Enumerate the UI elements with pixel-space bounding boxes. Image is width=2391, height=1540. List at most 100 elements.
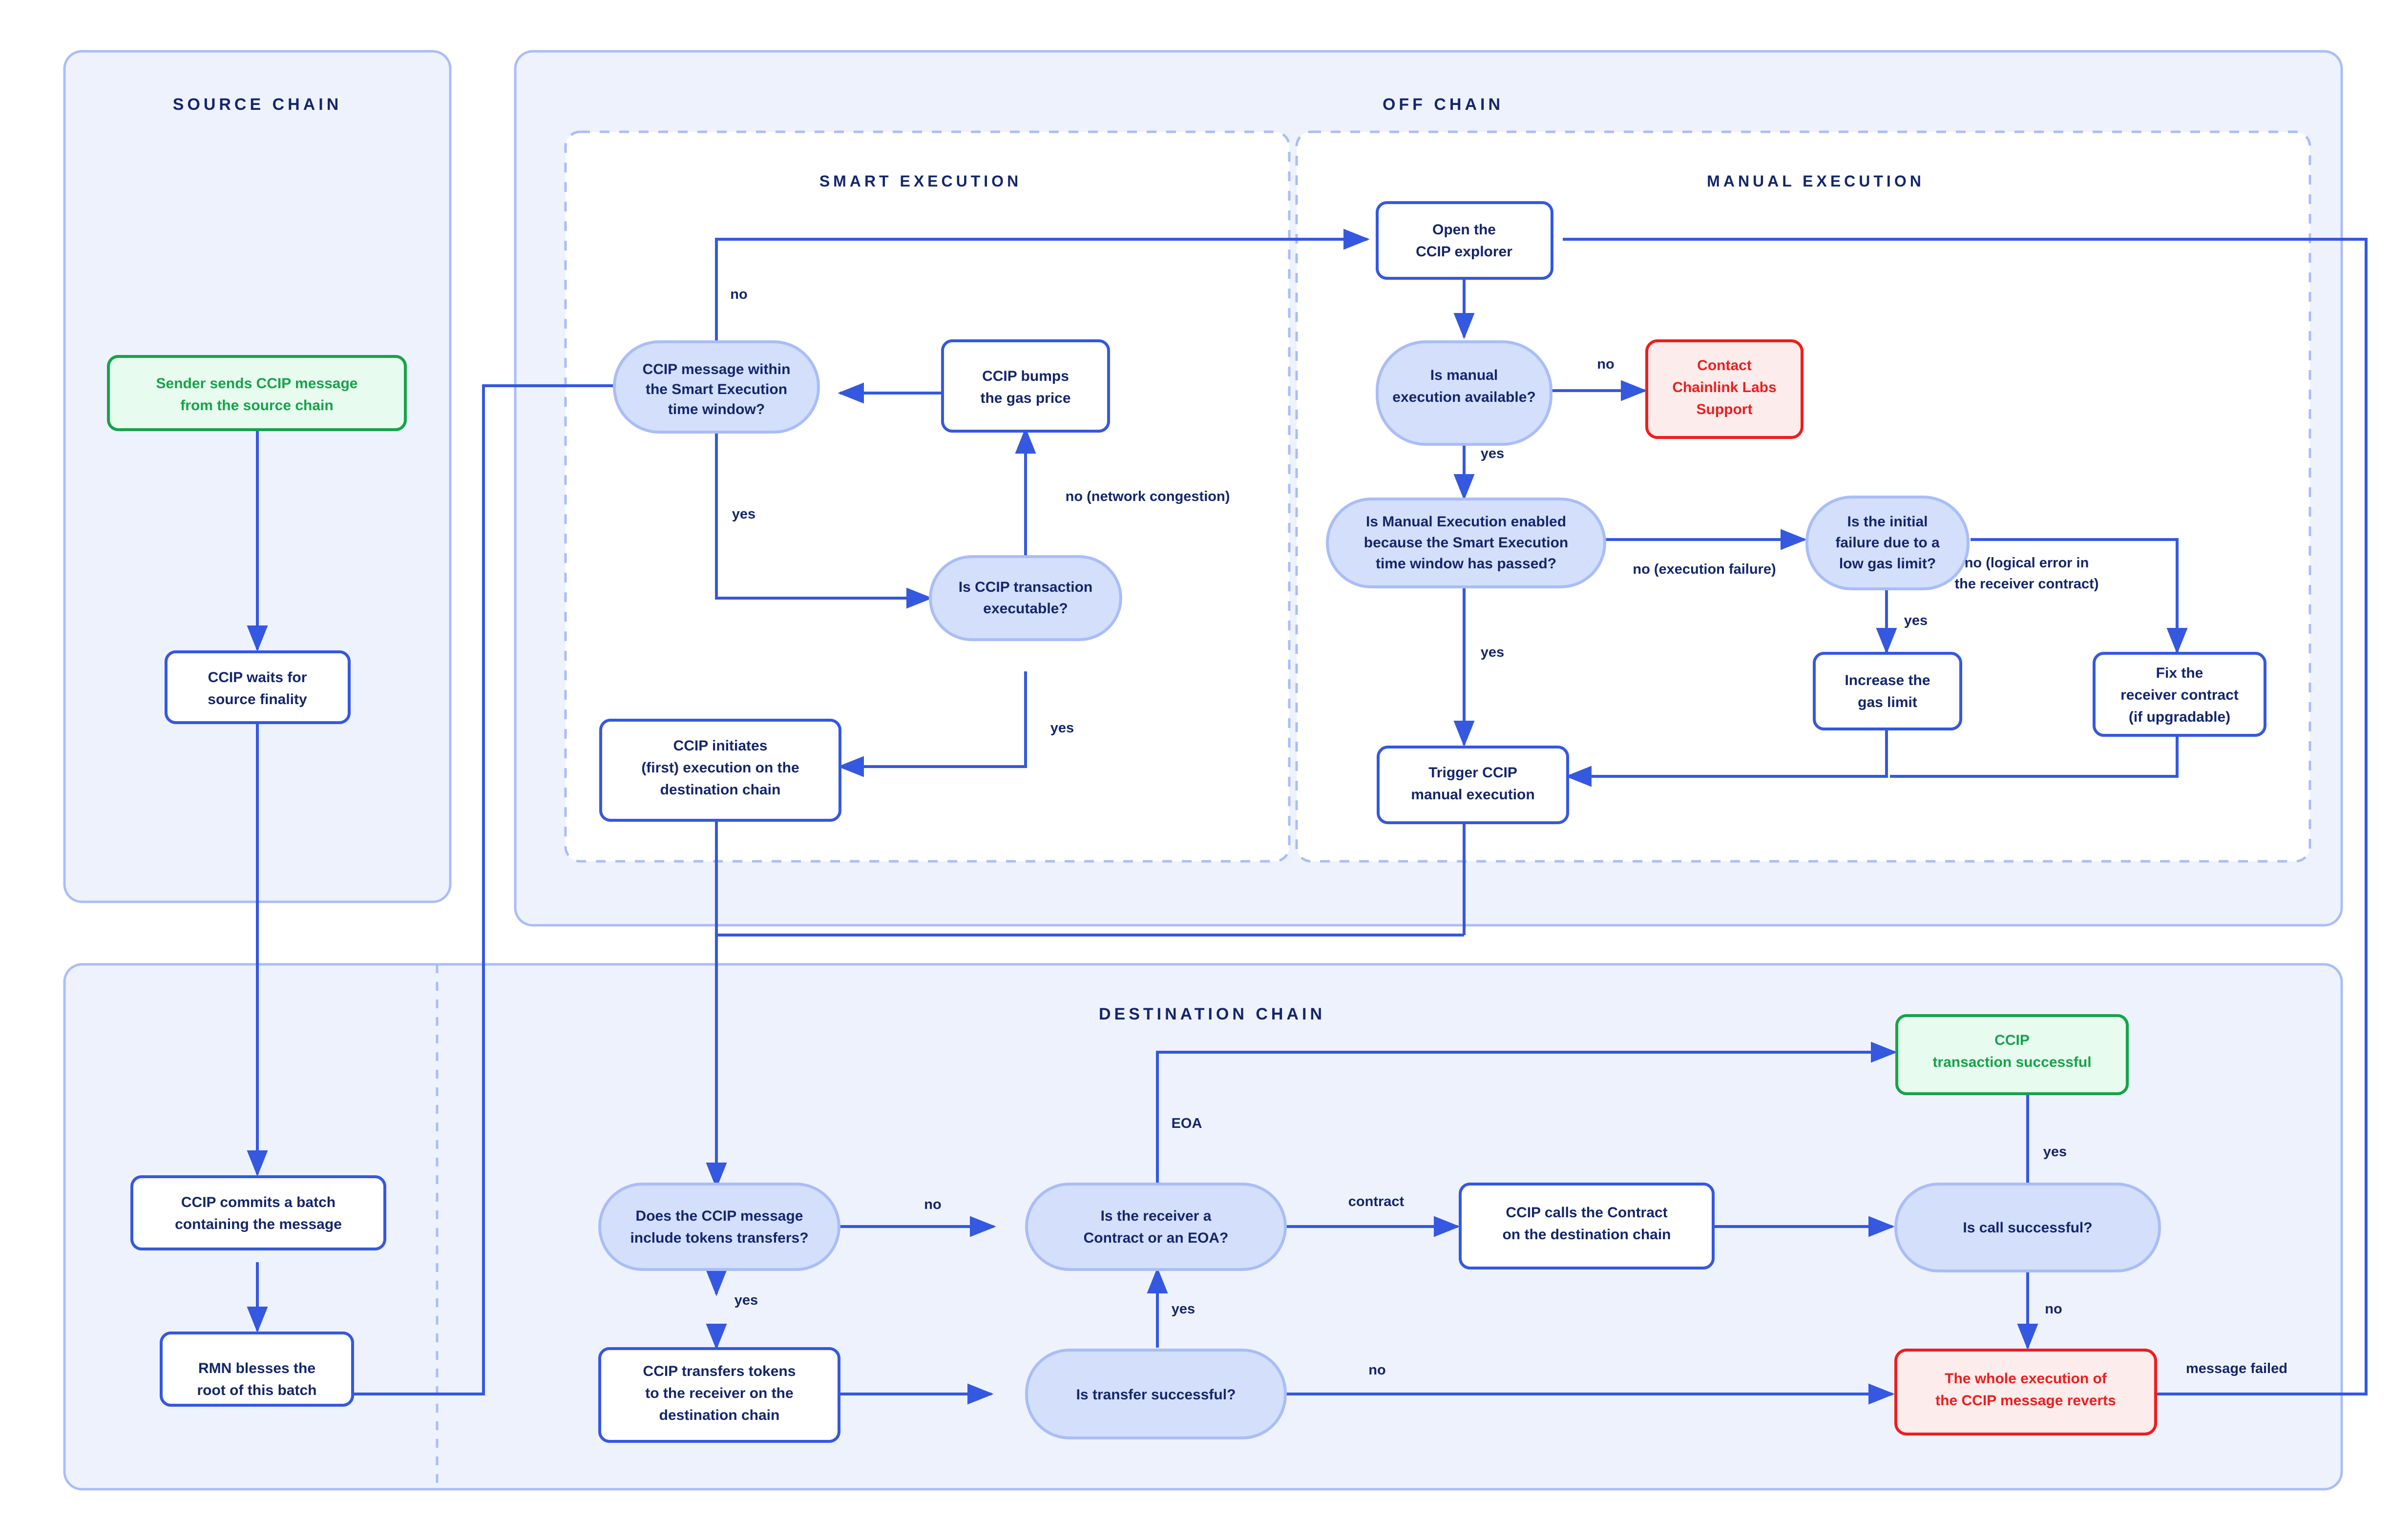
node-initial-failure-line-1: failure due to a bbox=[1835, 535, 1940, 551]
node-initiates-exec-line-0: CCIP initiates bbox=[673, 738, 768, 754]
node-contact-support-line-2: Support bbox=[1697, 401, 1753, 417]
node-manual-available[interactable]: Is manual execution available? bbox=[1376, 340, 1552, 446]
node-rmn-blesses-line-0: RMN blesses the bbox=[198, 1360, 315, 1376]
node-tx-executable-line-1: executable? bbox=[983, 601, 1068, 617]
node-tx-successful-line-1: transaction successful bbox=[1932, 1054, 2091, 1070]
node-call-successful[interactable]: Is call successful? bbox=[1894, 1183, 2161, 1272]
node-initial-failure-line-0: Is the initial bbox=[1847, 514, 1928, 530]
edge-label-no-transfer: no bbox=[1368, 1362, 1385, 1378]
node-fix-receiver[interactable]: Fix the receiver contract (if upgradable… bbox=[2093, 652, 2266, 737]
node-tx-successful[interactable]: CCIP transaction successful bbox=[1895, 1014, 2129, 1095]
edge-label-yes-transfer: yes bbox=[1172, 1301, 1195, 1317]
node-initiates-exec-line-2: destination chain bbox=[660, 782, 781, 798]
lane-manual-execution: MANUAL EXECUTION bbox=[1295, 130, 2311, 863]
edge-label-yes-window-passed: yes bbox=[1481, 645, 1504, 660]
edge-label-message-failed: message failed bbox=[2186, 1361, 2287, 1376]
node-trigger-manual[interactable]: Trigger CCIP manual execution bbox=[1377, 746, 1569, 824]
node-receiver-kind[interactable]: Is the receiver a Contract or an EOA? bbox=[1025, 1183, 1287, 1271]
node-open-explorer[interactable]: Open the CCIP explorer bbox=[1376, 201, 1553, 280]
edge-label-yes-window: yes bbox=[732, 506, 755, 522]
edge-label-no-manual: no bbox=[1597, 356, 1614, 372]
edge-label-no-call: no bbox=[2045, 1301, 2062, 1317]
lane-title-offchain: OFF CHAIN bbox=[1383, 95, 1504, 114]
node-wait-finality-line-0: CCIP waits for bbox=[208, 669, 307, 686]
node-commits-batch[interactable]: CCIP commits a batch containing the mess… bbox=[130, 1175, 386, 1250]
edge-label-yes-executable: yes bbox=[1050, 720, 1074, 736]
node-receiver-kind-line-0: Is the receiver a bbox=[1101, 1208, 1212, 1224]
node-includes-tokens[interactable]: Does the CCIP message include tokens tra… bbox=[598, 1183, 840, 1271]
edge-label-no-tokens: no bbox=[924, 1197, 941, 1212]
edge-label-yes-manual: yes bbox=[1481, 446, 1504, 461]
node-call-successful-line-0: Is call successful? bbox=[1963, 1220, 2092, 1236]
edge-labels: no yes no (network congestion) yes no ye… bbox=[730, 287, 2287, 1378]
node-manual-available-line-0: Is manual bbox=[1430, 367, 1498, 383]
lane-title-manual: MANUAL EXECUTION bbox=[1707, 172, 1925, 190]
node-tx-executable-line-0: Is CCIP transaction bbox=[959, 579, 1093, 595]
node-open-explorer-line-1: CCIP explorer bbox=[1416, 244, 1512, 260]
node-tx-successful-line-0: CCIP bbox=[1994, 1032, 2030, 1048]
node-manual-available-line-1: execution available? bbox=[1392, 389, 1535, 405]
node-within-window[interactable]: CCIP message within the Smart Execution … bbox=[613, 340, 820, 434]
node-within-window-line-2: time window? bbox=[668, 401, 765, 417]
node-initiates-exec[interactable]: CCIP initiates (first) execution on the … bbox=[599, 719, 841, 822]
edge-label-eoa: EOA bbox=[1172, 1116, 1202, 1131]
node-manual-enabled-line-0: Is Manual Execution enabled bbox=[1366, 514, 1566, 530]
edge-label-no-logical-error-line0: no (logical error in bbox=[1965, 555, 2089, 571]
node-fix-receiver-line-1: receiver contract bbox=[2120, 687, 2239, 703]
node-receiver-kind-line-1: Contract or an EOA? bbox=[1084, 1230, 1229, 1246]
node-bumps-gas-line-0: CCIP bumps bbox=[982, 368, 1069, 384]
node-sender[interactable]: Sender sends CCIP message from the sourc… bbox=[107, 355, 407, 431]
node-increase-gas-line-1: gas limit bbox=[1858, 694, 1917, 710]
node-trigger-manual-line-0: Trigger CCIP bbox=[1428, 765, 1517, 781]
node-rmn-blesses[interactable]: RMN blesses the root of this batch bbox=[160, 1332, 354, 1407]
node-manual-enabled-line-1: because the Smart Execution bbox=[1364, 535, 1568, 551]
node-tx-executable[interactable]: Is CCIP transaction executable? bbox=[929, 555, 1122, 641]
edge-label-yes-gas-limit: yes bbox=[1904, 613, 1928, 628]
node-sender-line-1: from the source chain bbox=[180, 397, 333, 414]
node-transfer-successful[interactable]: Is transfer successful? bbox=[1025, 1349, 1287, 1439]
node-includes-tokens-line-0: Does the CCIP message bbox=[636, 1208, 803, 1224]
node-wait-finality-line-1: source finality bbox=[208, 691, 307, 708]
node-initial-failure-line-2: low gas limit? bbox=[1839, 556, 1936, 572]
node-includes-tokens-line-1: include tokens transfers? bbox=[630, 1230, 808, 1246]
node-sender-line-0: Sender sends CCIP message bbox=[156, 375, 358, 392]
edge-label-yes-call: yes bbox=[2043, 1144, 2067, 1160]
node-bumps-gas-line-1: the gas price bbox=[980, 390, 1070, 406]
node-reverts-line-0: The whole execution of bbox=[1945, 1371, 2107, 1387]
node-manual-enabled[interactable]: Is Manual Execution enabled because the … bbox=[1326, 498, 1606, 588]
node-transfer-successful-line-0: Is transfer successful? bbox=[1076, 1387, 1236, 1403]
node-open-explorer-line-0: Open the bbox=[1432, 222, 1496, 238]
node-fix-receiver-line-2: (if upgradable) bbox=[2129, 709, 2230, 725]
node-transfers-tokens[interactable]: CCIP transfers tokens to the receiver on… bbox=[598, 1347, 840, 1443]
node-transfers-tokens-line-2: destination chain bbox=[659, 1407, 780, 1423]
node-wait-finality[interactable]: CCIP waits for source finality bbox=[165, 650, 351, 724]
node-manual-enabled-line-2: time window has passed? bbox=[1376, 556, 1556, 572]
edge-label-no-execution-failure: no (execution failure) bbox=[1633, 562, 1776, 577]
node-transfers-tokens-line-1: to the receiver on the bbox=[645, 1385, 793, 1401]
flow-edges bbox=[247, 229, 2368, 1405]
lane-title-smart: SMART EXECUTION bbox=[819, 172, 1022, 190]
node-calls-contract-line-1: on the destination chain bbox=[1502, 1227, 1671, 1243]
node-calls-contract[interactable]: CCIP calls the Contract on the destinati… bbox=[1459, 1183, 1715, 1269]
node-initial-failure[interactable]: Is the initial failure due to a low gas … bbox=[1805, 496, 1970, 590]
edge-label-no-congestion: no (network congestion) bbox=[1066, 489, 1230, 504]
node-initiates-exec-line-1: (first) execution on the bbox=[641, 760, 799, 776]
node-transfers-tokens-line-0: CCIP transfers tokens bbox=[643, 1363, 796, 1379]
node-within-window-line-0: CCIP message within bbox=[643, 361, 791, 377]
node-trigger-manual-line-1: manual execution bbox=[1411, 787, 1534, 803]
node-bumps-gas[interactable]: CCIP bumps the gas price bbox=[941, 339, 1110, 433]
lane-title-source: SOURCE CHAIN bbox=[173, 95, 342, 114]
node-reverts[interactable]: The whole execution of the CCIP message … bbox=[1894, 1349, 2157, 1436]
lane-title-destination: DESTINATION CHAIN bbox=[1099, 1005, 1325, 1023]
node-increase-gas-line-0: Increase the bbox=[1845, 672, 1930, 688]
edge-label-no-window: no bbox=[730, 287, 747, 302]
node-contact-support[interactable]: Contact Chainlink Labs Support bbox=[1645, 339, 1804, 439]
node-increase-gas[interactable]: Increase the gas limit bbox=[1813, 652, 1962, 730]
node-contact-support-line-1: Chainlink Labs bbox=[1672, 379, 1776, 395]
node-commits-batch-line-0: CCIP commits a batch bbox=[181, 1194, 336, 1210]
node-commits-batch-line-1: containing the message bbox=[175, 1216, 342, 1232]
edge-label-no-logical-error-line1: the receiver contract) bbox=[1955, 576, 2099, 592]
node-reverts-line-1: the CCIP message reverts bbox=[1935, 1393, 2116, 1409]
lane-smart-execution: SMART EXECUTION bbox=[564, 130, 1291, 863]
